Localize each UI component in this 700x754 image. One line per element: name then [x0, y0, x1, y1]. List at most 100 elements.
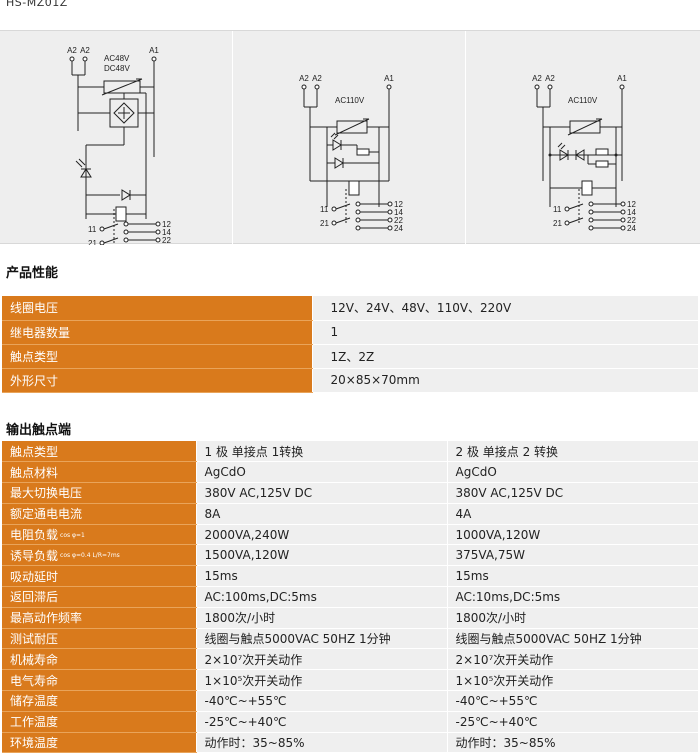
output-label-text: 电气寿命: [10, 673, 59, 688]
output-label: 触点类型: [2, 441, 196, 463]
terminal-14: [387, 209, 393, 215]
output-label-text: 最大切换电压: [10, 486, 83, 501]
output-value-2z: -40℃~+55℃: [446, 690, 698, 712]
performance-value: 12V、24V、48V、110V、220V: [311, 296, 698, 321]
terminal-11: [331, 206, 337, 212]
contact-common-label: 21: [320, 219, 329, 228]
resistor: [595, 160, 609, 168]
terminal-12: [387, 201, 393, 207]
switch-blade: [568, 203, 584, 210]
relay-coil: [348, 180, 360, 196]
terminal-14: [620, 209, 626, 215]
output-value-1z: 1×10⁵次开关动作: [195, 669, 447, 692]
terminal-node: [588, 217, 594, 223]
wiring-diagrams: A2A2A1AC48VDC48V111214212224 A2A2A1AC110…: [0, 30, 700, 245]
output-value-1z: 动作时：35~85%: [195, 732, 447, 754]
output-value-2z: 1×10⁵次开关动作: [446, 669, 698, 692]
rectifier-diode: [575, 149, 585, 161]
performance-value: 1: [311, 320, 698, 345]
switch-blade: [335, 203, 351, 210]
output-label: 返回滞后: [2, 586, 196, 608]
terminal-node: [588, 209, 594, 215]
output-value-1z: 1800次/小时: [195, 607, 447, 629]
output-label-text: 环境温度: [10, 736, 59, 751]
led-ray: [557, 142, 563, 148]
terminal-label-a2: A2: [80, 46, 90, 55]
terminal-21: [564, 220, 570, 226]
terminal-label-a2: A2: [67, 46, 77, 55]
contact-out-label: 12: [162, 220, 171, 229]
terminal-node: [588, 201, 594, 207]
terminal-a1: [386, 84, 392, 90]
terminal-a2: [314, 84, 320, 90]
output-value-2z: -25℃~+40℃: [446, 711, 698, 733]
output-row: 环境温度 动作时：35~85%动作时：35~85%: [2, 732, 698, 754]
performance-title: 产品性能: [6, 266, 59, 281]
terminal-a1: [151, 56, 157, 62]
terminal-label-a2: A2: [545, 74, 555, 83]
terminal-11: [564, 206, 570, 212]
contact-out-label: 22: [394, 216, 403, 225]
wiring-diagram-48v: A2A2A1AC48VDC48V111214212224: [0, 31, 232, 245]
terminal-a2: [534, 84, 540, 90]
terminal-14: [155, 229, 161, 235]
output-value-1z: 2000VA,240W: [195, 524, 447, 546]
terminal-label-a2: A2: [299, 74, 309, 83]
led-ray: [560, 144, 566, 150]
output-label-text: 吸动延时: [10, 569, 59, 584]
terminal-24: [620, 225, 626, 231]
output-value-2z: 15ms: [446, 565, 698, 588]
relay-coil: [581, 180, 593, 196]
performance-value: 1Z、2Z: [311, 344, 698, 369]
performance-value: 20×85×70mm: [311, 368, 698, 393]
terminal-a2: [82, 56, 88, 62]
performance-label: 线圈电压: [2, 296, 312, 321]
output-row: 储存温度-40℃~+55℃-40℃~+55℃: [2, 690, 698, 712]
output-label: 环境温度: [2, 732, 196, 754]
led-ray: [333, 134, 339, 140]
output-label-text: 电阻负载: [10, 528, 59, 543]
output-label: 工作温度: [2, 711, 196, 733]
terminal-label-a1: A1: [617, 74, 627, 83]
output-value-1z: AC:100ms,DC:5ms: [195, 586, 447, 608]
output-label-text: 触点类型: [10, 444, 59, 459]
output-value-1z: AgCdO: [195, 461, 447, 484]
output-label: 最大切换电压: [2, 482, 196, 504]
terminal-node: [123, 229, 129, 235]
output-value-2z: 375VA,75W: [446, 544, 698, 567]
terminal-a2: [547, 84, 553, 90]
output-value-1z: 2×10⁷次开关动作: [195, 648, 447, 671]
output-label: 机械寿命: [2, 648, 196, 671]
model-number: HS-MZ01Z: [6, 0, 68, 9]
output-label-text: 最高动作频率: [10, 611, 83, 626]
output-label: 储存温度: [2, 690, 196, 712]
varistor: [567, 118, 603, 136]
output-value-1z: -40℃~+55℃: [195, 690, 447, 712]
contact-out-label: 24: [394, 224, 403, 233]
terminal-node: [355, 225, 361, 231]
terminal-22: [620, 217, 626, 223]
output-label-text: 工作温度: [10, 715, 59, 730]
contact-out-label: 14: [627, 208, 636, 217]
contact-out-label: 12: [627, 200, 636, 209]
switch-blade: [335, 217, 351, 224]
freewheel-diode: [121, 189, 131, 201]
supply-label: AC110V: [568, 96, 598, 105]
varistor-slash: [334, 118, 370, 136]
contact-common-label: 21: [88, 239, 97, 245]
output-label: 吸动延时: [2, 565, 196, 588]
output-value-2z: 4A: [446, 503, 698, 525]
contact-out-label: 22: [162, 236, 171, 245]
output-value-2z: 动作时：35~85%: [446, 732, 698, 754]
terminal-a2: [69, 56, 75, 62]
